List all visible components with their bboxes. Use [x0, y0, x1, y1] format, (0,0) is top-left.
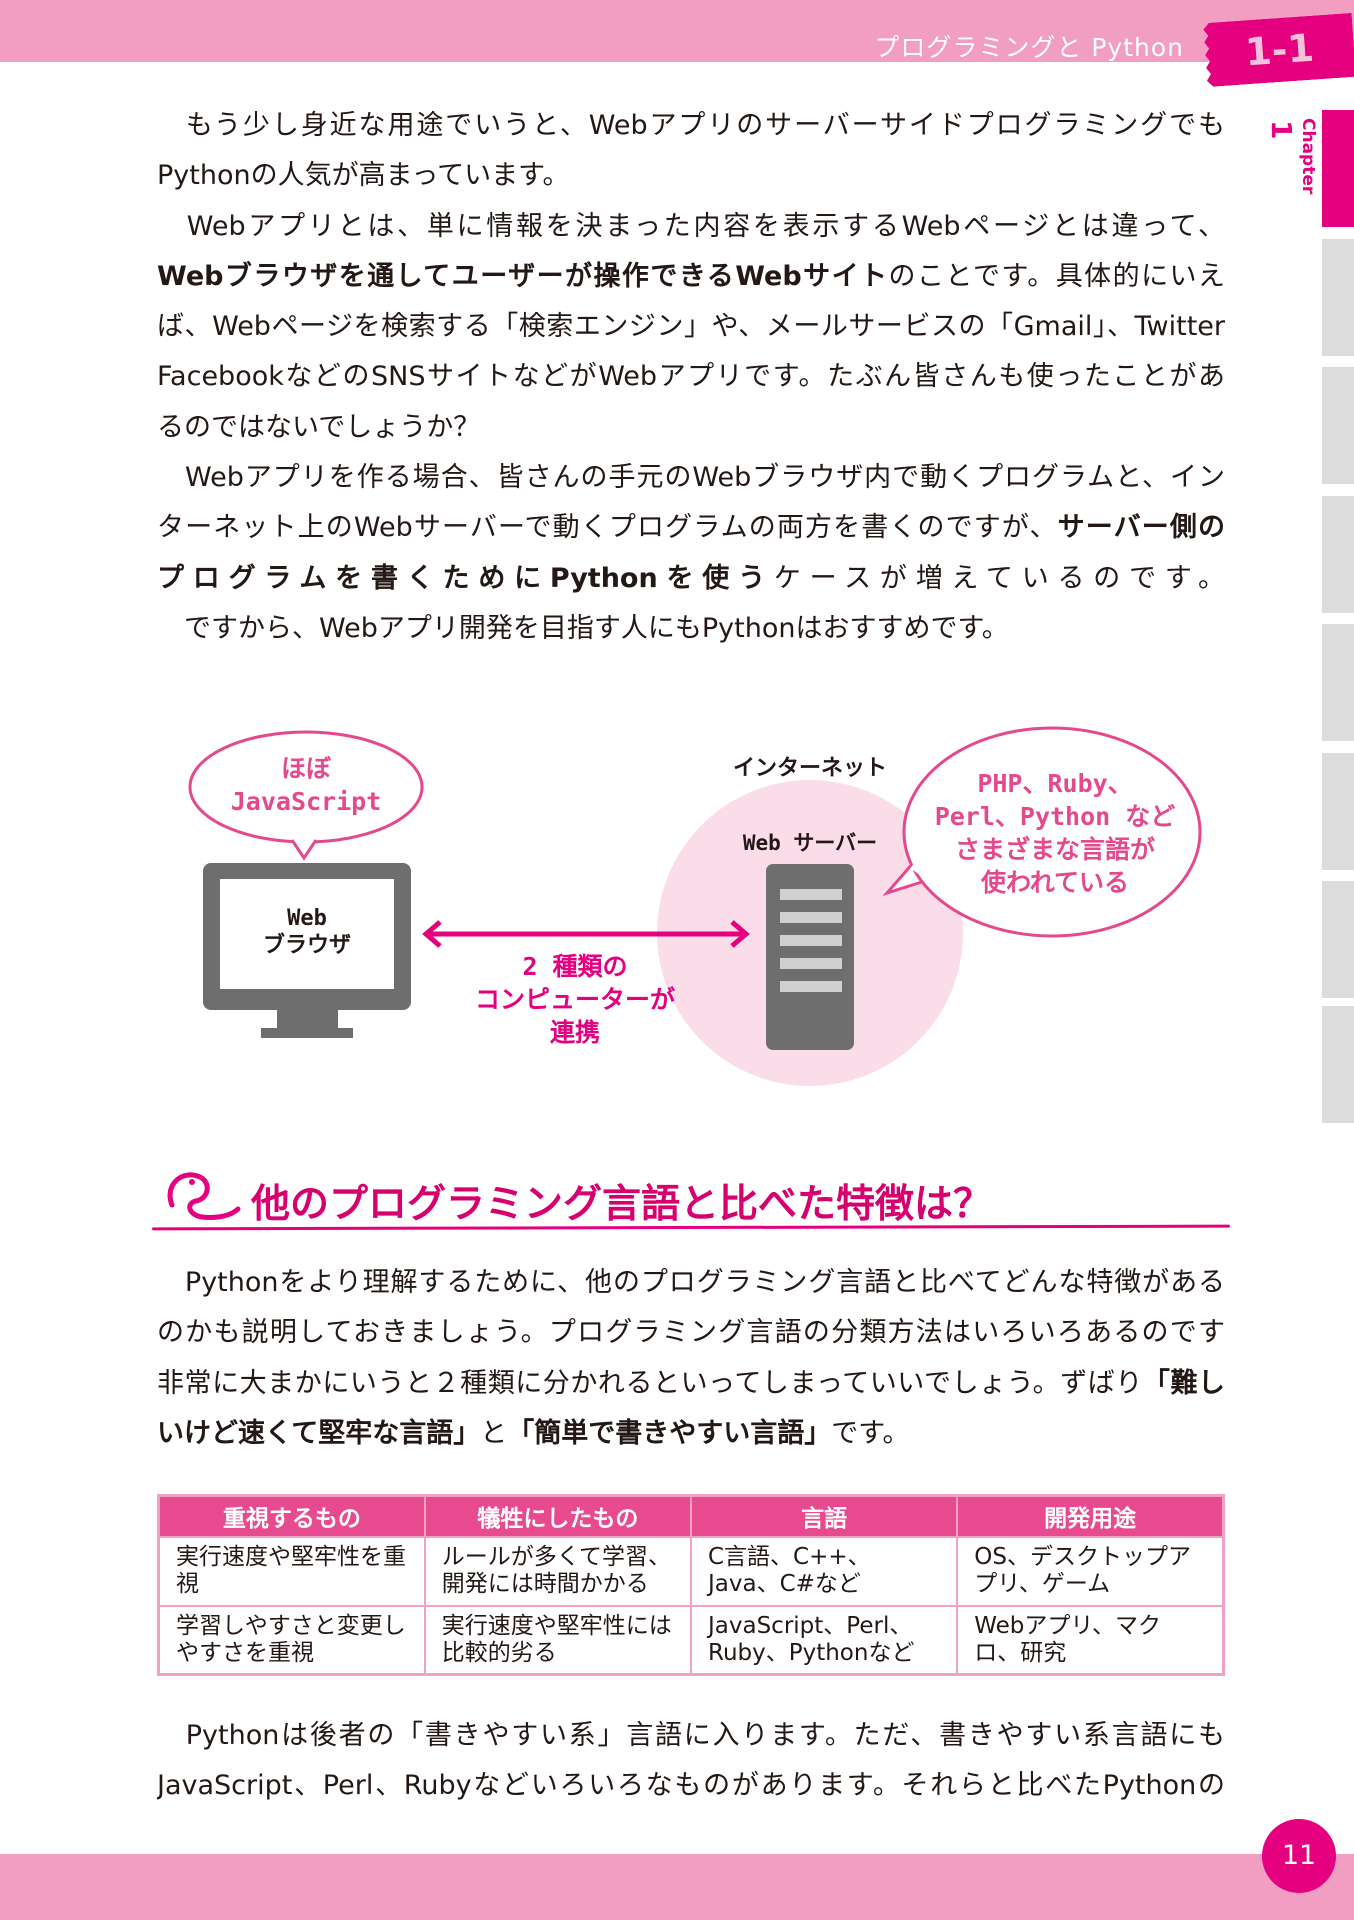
text-segment: Pythonの人気が高まっています。	[157, 160, 570, 192]
chapter-tab-1[interactable]	[1322, 110, 1354, 227]
running-header-title: プログラミングと Python	[874, 33, 1184, 62]
left-bubble-text: ほぼ	[281, 754, 332, 783]
paragraph-block-2: Pythonをより理解するために、他のプログラミング言語と比べてどんな特徴がある…	[157, 1258, 1225, 1459]
text-line: Pythonをより理解するために、他のプログラミング言語と比べてどんな特徴がある	[157, 1258, 1225, 1308]
text-line: JavaScript、Perl、Rubyなどいろいろなものがあります。それらと比…	[157, 1761, 1225, 1811]
text-line: ですから、Webアプリ開発を目指す人にもPythonはおすすめです。	[157, 604, 1225, 654]
browser-label: ブラウザ	[263, 932, 351, 958]
text-segment: もう少し身近な用途でいうと、Webアプリのサーバーサイドプログラミングでも	[157, 110, 1225, 141]
table-cell: 学習しやすさと変更しやすさを重視	[157, 1604, 426, 1676]
header-band	[0, 0, 1354, 62]
right-speech-bubble	[902, 726, 1202, 938]
link-label: 2 種類の	[522, 952, 627, 981]
text-line: 非常に大まかにいうと２種類に分かれるといってしまっていいでしょう。ずばり「難し	[157, 1359, 1225, 1409]
internet-label: インターネット	[733, 756, 887, 781]
text-segment: Webアプリとは、単に情報を決まった内容を表示するWebページとは違って、	[157, 210, 1225, 242]
column-header: 重視するもの	[157, 1494, 426, 1538]
monitor-icon	[203, 863, 411, 1038]
link-label: 連携	[550, 1018, 600, 1047]
text-line: Pythonの人気が高まっています。	[157, 151, 1225, 201]
table-cell: 実行速度や堅牢性を重視	[157, 1535, 426, 1607]
text-segment: と	[480, 1417, 508, 1449]
language-comparison-table: 重視するもの 犠牲にしたもの 言語 開発用途 実行速度や堅牢性を重視 ルールが多…	[157, 1494, 1225, 1676]
table-cell: ルールが多くて学習、開発には時間かかる	[423, 1535, 693, 1607]
footer-band	[0, 1854, 1354, 1920]
emphasized-text: いけど速くて堅牢な言語」	[157, 1417, 481, 1449]
table-row: 実行速度や堅牢性を重視 ルールが多くて学習、開発には時間かかる C言語、C++、…	[157, 1535, 1225, 1607]
emphasized-text: 「簡単で書きやすい言語」	[507, 1417, 832, 1449]
chapter-tab-6[interactable]	[1322, 753, 1354, 870]
chapter-tab-3[interactable]	[1322, 367, 1354, 484]
section-heading: 他のプログラミング言語と比べた特徴は？	[150, 1165, 1231, 1237]
chapter-tab-8[interactable]	[1322, 1006, 1354, 1123]
text-segment: Webアプリを作る場合、皆さんの手元のWebブラウザ内で動くプログラムと、イン	[157, 462, 1225, 494]
right-bubble-text: Perl、Python など	[935, 802, 1176, 831]
text-segment: Pythonをより理解するために、他のプログラミング言語と比べてどんな特徴がある	[157, 1267, 1225, 1298]
double-arrow	[422, 920, 750, 948]
right-bubble-text: さまざまな言語が	[955, 835, 1155, 864]
chapter-tab-7[interactable]	[1322, 881, 1354, 998]
chapter-tab-4[interactable]	[1322, 496, 1354, 613]
left-bubble-text: JavaScript	[231, 787, 382, 816]
text-segment: ケースが増えているのです。	[773, 562, 1225, 594]
text-line: ターネット上のWebサーバーで動くプログラムの両方を書くのですが、サーバー側の	[157, 503, 1225, 553]
chapter-text: Chapter	[1298, 118, 1318, 195]
link-label: コンピューターが	[475, 985, 675, 1014]
text-line: Webアプリを作る場合、皆さんの手元のWebブラウザ内で動くプログラムと、イン	[157, 453, 1225, 503]
paragraph-block-3: Pythonは後者の「書きやすい系」言語に入ります。ただ、書きやすい系言語にも J…	[157, 1711, 1225, 1812]
text-segment: るのではないでしょうか？	[157, 411, 481, 443]
table-cell: JavaScript、Perl、Ruby、Pythonなど	[689, 1604, 959, 1676]
text-line: もう少し身近な用途でいうと、Webアプリのサーバーサイドプログラミングでも	[157, 101, 1225, 151]
text-segment: ば、Webページを検索する「検索エンジン」や、メールサービスの「Gmail」、T…	[157, 311, 1225, 343]
text-segment: Pythonは後者の「書きやすい系」言語に入ります。ただ、書きやすい系言語にも	[157, 1720, 1225, 1751]
paragraph-block-1: もう少し身近な用途でいうと、Webアプリのサーバーサイドプログラミングでも Pyt…	[157, 101, 1225, 654]
column-header: 言語	[689, 1494, 959, 1538]
bubble-joint	[910, 863, 932, 881]
table-header-row: 重視するもの 犠牲にしたもの 言語 開発用途	[157, 1494, 1225, 1538]
table-row: 学習しやすさと変更しやすさを重視 実行速度や堅牢性には比較的劣る JavaScr…	[157, 1604, 1225, 1676]
text-line: るのではないでしょうか？	[157, 403, 1225, 453]
text-segment: FacebookなどのSNSサイトなどがWebアプリです。たぶん皆さんも使ったこ…	[157, 361, 1225, 393]
right-bubble-text: 使われている	[980, 868, 1129, 897]
table-cell: OS、デスクトップアプリ、ゲーム	[956, 1535, 1225, 1607]
emphasized-text: Webブラウザを通してユーザーが操作できるWebサイト	[157, 260, 889, 292]
text-segment: ターネット上のWebサーバーで動くプログラムの両方を書くのですが、	[157, 512, 1058, 544]
column-header: 開発用途	[956, 1494, 1225, 1538]
text-line: Pythonは後者の「書きやすい系」言語に入ります。ただ、書きやすい系言語にも	[157, 1711, 1225, 1761]
text-line: Webブラウザを通してユーザーが操作できるWebサイトのことです。具体的にいえ	[157, 252, 1225, 302]
emphasized-text: 「難し	[1142, 1367, 1225, 1399]
server-icon	[766, 864, 854, 1050]
text-line: のかも説明しておきましょう。プログラミング言語の分類方法はいろいろあるのですが、	[157, 1308, 1225, 1358]
snake-icon	[167, 1172, 241, 1220]
text-segment: のかも説明しておきましょう。プログラミング言語の分類方法はいろいろあるのですが、	[157, 1317, 1225, 1349]
text-line: FacebookなどのSNSサイトなどがWebアプリです。たぶん皆さんも使ったこ…	[157, 352, 1225, 402]
text-line: いけど速くて堅牢な言語」と「簡単で書きやすい言語」です。	[157, 1409, 1225, 1459]
column-header: 犠牲にしたもの	[423, 1494, 693, 1538]
table-cell: Webアプリ、マクロ、研究	[956, 1604, 1225, 1676]
section-heading-title: 他のプログラミング言語と比べた特徴は？	[251, 1182, 993, 1227]
table-cell: C言語、C++、Java、C#など	[689, 1535, 959, 1607]
emphasized-text: サーバー側の	[1057, 512, 1225, 544]
left-bubble-tail	[290, 839, 318, 861]
text-segment: のことです。具体的にいえ	[888, 260, 1226, 292]
right-bubble-text: PHP、Ruby、	[977, 769, 1132, 798]
text-line: Webアプリとは、単に情報を決まった内容を表示するWebページとは違って、	[157, 202, 1225, 252]
emphasized-text: プログラムを書くためにPythonを使う	[157, 562, 774, 594]
server-label: Web サーバー	[743, 831, 877, 855]
text-segment: です。	[831, 1417, 910, 1449]
page-number: 11	[1262, 1819, 1336, 1893]
browser-label: Web	[287, 906, 327, 931]
chapter-tab-5[interactable]	[1322, 624, 1354, 741]
chapter-tab-2[interactable]	[1322, 239, 1354, 356]
table-cell: 実行速度や堅牢性には比較的劣る	[423, 1604, 693, 1676]
web-architecture-diagram: ほぼ JavaScript Web ブラウザ 2 種類の コンピューターが 連携…	[188, 726, 1202, 1086]
text-segment: 非常に大まかにいうと２種類に分かれるといってしまっていいでしょう。ずばり	[157, 1367, 1143, 1399]
text-line: プログラムを書くためにPythonを使うケースが増えているのです。	[157, 554, 1225, 604]
text-line: ば、Webページを検索する「検索エンジン」や、メールサービスの「Gmail」、T…	[157, 302, 1225, 352]
text-segment: JavaScript、Perl、Rubyなどいろいろなものがあります。それらと比…	[157, 1770, 1225, 1802]
chapter-number: 1	[1265, 120, 1298, 140]
text-segment: ですから、Webアプリ開発を目指す人にもPythonはおすすめです。	[157, 612, 1009, 644]
